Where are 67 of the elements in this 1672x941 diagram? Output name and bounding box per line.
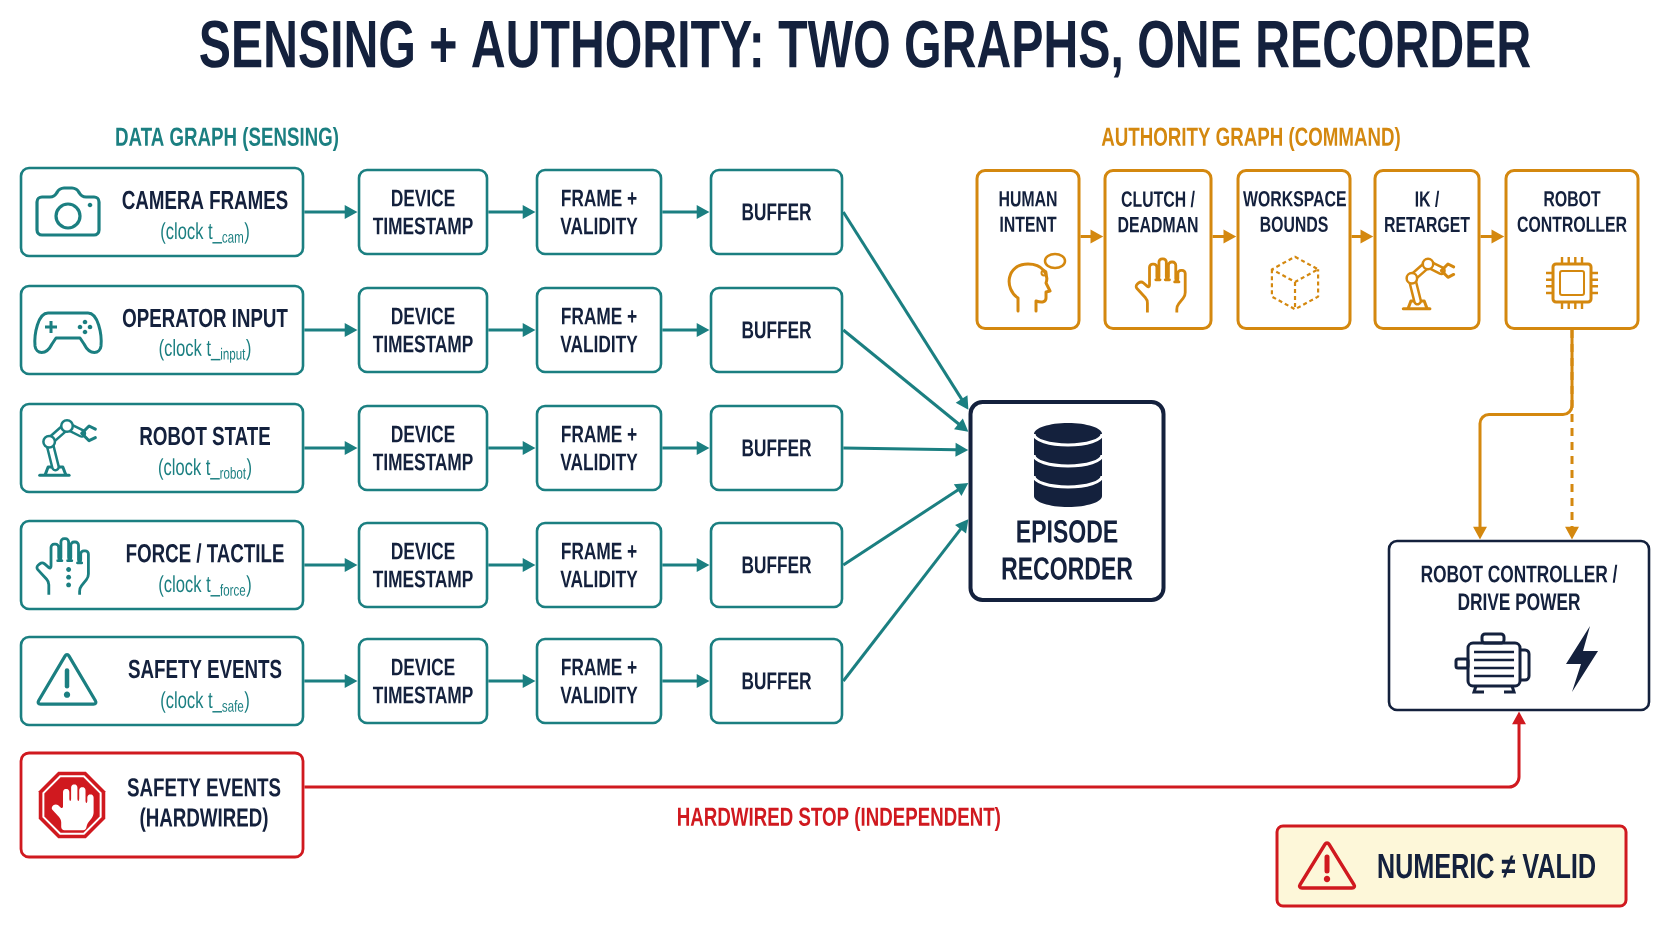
process-box — [709, 521, 844, 609]
box-label: FRAME + VALIDITY — [560, 189, 638, 235]
clock-label: (clock t_$_{robot}$) — [159, 458, 252, 480]
alarm-box — [19, 751, 305, 859]
clock-label: (clock t_$_{cam}$) — [161, 222, 249, 244]
process-box — [709, 168, 844, 256]
warning-text: NUMERIC ≠ VALID — [1378, 853, 1596, 879]
box-label: SAFETY EVENTS (HARDWIRED) — [127, 778, 281, 832]
drive-box — [1387, 539, 1651, 712]
box-label: DEVICE TIMESTAMP — [372, 542, 473, 588]
recorder-box — [968, 400, 1166, 602]
process-box — [535, 637, 663, 725]
box-label: FRAME + VALIDITY — [560, 542, 638, 588]
box-label: BUFFER — [742, 203, 812, 221]
box-label: ROBOT CONTROLLER / DRIVE POWER — [1421, 564, 1618, 611]
process-box — [357, 404, 489, 492]
source-box — [19, 284, 305, 376]
box-title: FORCE / TACTILE — [126, 543, 284, 563]
box-label: FRAME + VALIDITY — [560, 658, 638, 704]
clock-label: (clock t_$_{input}$) — [159, 339, 251, 363]
process-box — [709, 286, 844, 374]
box-label: CLUTCH / DEADMAN — [1118, 190, 1198, 233]
process-box — [535, 404, 663, 492]
clock-label: (clock t_$_{safe}$) — [161, 691, 249, 713]
title: SENSING + AUTHORITY: TWO GRAPHS, ONE RECORDER — [200, 20, 1531, 78]
edge-label: HARDWIRED STOP (INDEPENDENT) — [674, 804, 1003, 834]
box-label: IK / RETARGET — [1385, 190, 1470, 233]
process-box — [357, 637, 489, 725]
process-box — [709, 404, 844, 492]
process-box — [357, 168, 489, 256]
box-label: DEVICE TIMESTAMP — [372, 307, 473, 353]
source-box — [19, 166, 305, 258]
box-label: BUFFER — [742, 672, 812, 690]
process-box — [535, 286, 663, 374]
warning-box — [1275, 824, 1628, 908]
box-label: WORKSPACE BOUNDS — [1243, 190, 1346, 233]
source-box — [19, 519, 305, 611]
process-box — [357, 286, 489, 374]
section-label: AUTHORITY GRAPH (COMMAND) — [1101, 126, 1400, 152]
process-box — [357, 521, 489, 609]
box-label: FRAME + VALIDITY — [560, 307, 638, 353]
authority-box — [1504, 169, 1640, 330]
box-label: FRAME + VALIDITY — [560, 425, 638, 471]
box-label: BUFFER — [742, 556, 812, 574]
section-label: DATA GRAPH (SENSING) — [116, 126, 339, 152]
box-label: BUFFER — [742, 321, 812, 339]
box-label: HUMAN INTENT — [999, 191, 1057, 232]
box-label: EPISODE RECORDER — [1002, 520, 1133, 580]
process-box — [709, 637, 844, 725]
box-label: DEVICE TIMESTAMP — [372, 658, 473, 704]
box-label: DEVICE TIMESTAMP — [372, 189, 473, 235]
authority-box — [975, 169, 1081, 330]
clock-label: (clock t_$_{force}$) — [159, 575, 251, 597]
box-label: ROBOT CONTROLLER — [1517, 190, 1627, 233]
box-label: BUFFER — [742, 439, 812, 457]
box-title: CAMERA FRAMES — [122, 190, 288, 210]
process-box — [535, 168, 663, 256]
process-box — [535, 521, 663, 609]
authority-box — [1373, 169, 1481, 330]
authority-box — [1103, 169, 1213, 330]
box-label: DEVICE TIMESTAMP — [372, 425, 473, 471]
box-title: SAFETY EVENTS — [128, 659, 282, 679]
authority-box — [1236, 169, 1352, 330]
box-title: ROBOT STATE — [140, 426, 270, 446]
box-title: OPERATOR INPUT — [122, 308, 288, 328]
source-box — [19, 402, 305, 494]
source-box — [19, 635, 305, 727]
